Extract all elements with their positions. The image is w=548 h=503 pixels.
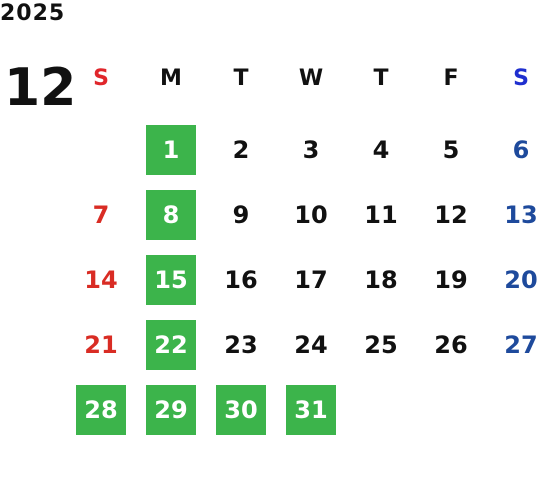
day-cell: 20 (504, 266, 538, 294)
day-cell: 7 (92, 201, 110, 229)
day-cell: 24 (294, 331, 328, 359)
day-cell: 25 (364, 331, 398, 359)
day-cell: 2 (232, 136, 250, 164)
day-cell (426, 385, 476, 435)
weekday-monday: M (160, 66, 182, 91)
day-cell: 8 (146, 190, 196, 240)
day-cell: 21 (84, 331, 118, 359)
calendar-year: 2025 (0, 1, 66, 26)
day-cell: 29 (146, 385, 196, 435)
day-cell: 26 (434, 331, 468, 359)
weekday-sunday: S (93, 66, 109, 91)
day-cell: 28 (76, 385, 126, 435)
day-cell: 3 (302, 136, 320, 164)
day-cell: 11 (364, 201, 398, 229)
day-cell: 9 (232, 201, 250, 229)
day-cell: 14 (84, 266, 118, 294)
day-cell: 15 (146, 255, 196, 305)
weekday-wednesday: W (298, 66, 324, 91)
day-cell: 18 (364, 266, 398, 294)
calendar-month: 12 (4, 58, 77, 118)
day-cell: 16 (224, 266, 258, 294)
day-cell: 22 (146, 320, 196, 370)
weekday-thursday: T (373, 66, 389, 91)
day-cell: 6 (512, 136, 530, 164)
day-cell (76, 125, 126, 175)
day-cell (356, 385, 406, 435)
weekday-saturday: S (513, 66, 529, 91)
day-cell: 4 (372, 136, 390, 164)
weekday-tuesday: T (233, 66, 249, 91)
day-cell: 10 (294, 201, 328, 229)
day-cell: 19 (434, 266, 468, 294)
day-cell: 12 (434, 201, 468, 229)
day-cell (496, 385, 546, 435)
day-cell: 31 (286, 385, 336, 435)
weekday-friday: F (443, 66, 459, 91)
day-cell: 30 (216, 385, 266, 435)
day-cell: 23 (224, 331, 258, 359)
day-cell: 1 (146, 125, 196, 175)
day-cell: 27 (504, 331, 538, 359)
day-cell: 13 (504, 201, 538, 229)
day-cell: 17 (294, 266, 328, 294)
day-cell: 5 (442, 136, 460, 164)
